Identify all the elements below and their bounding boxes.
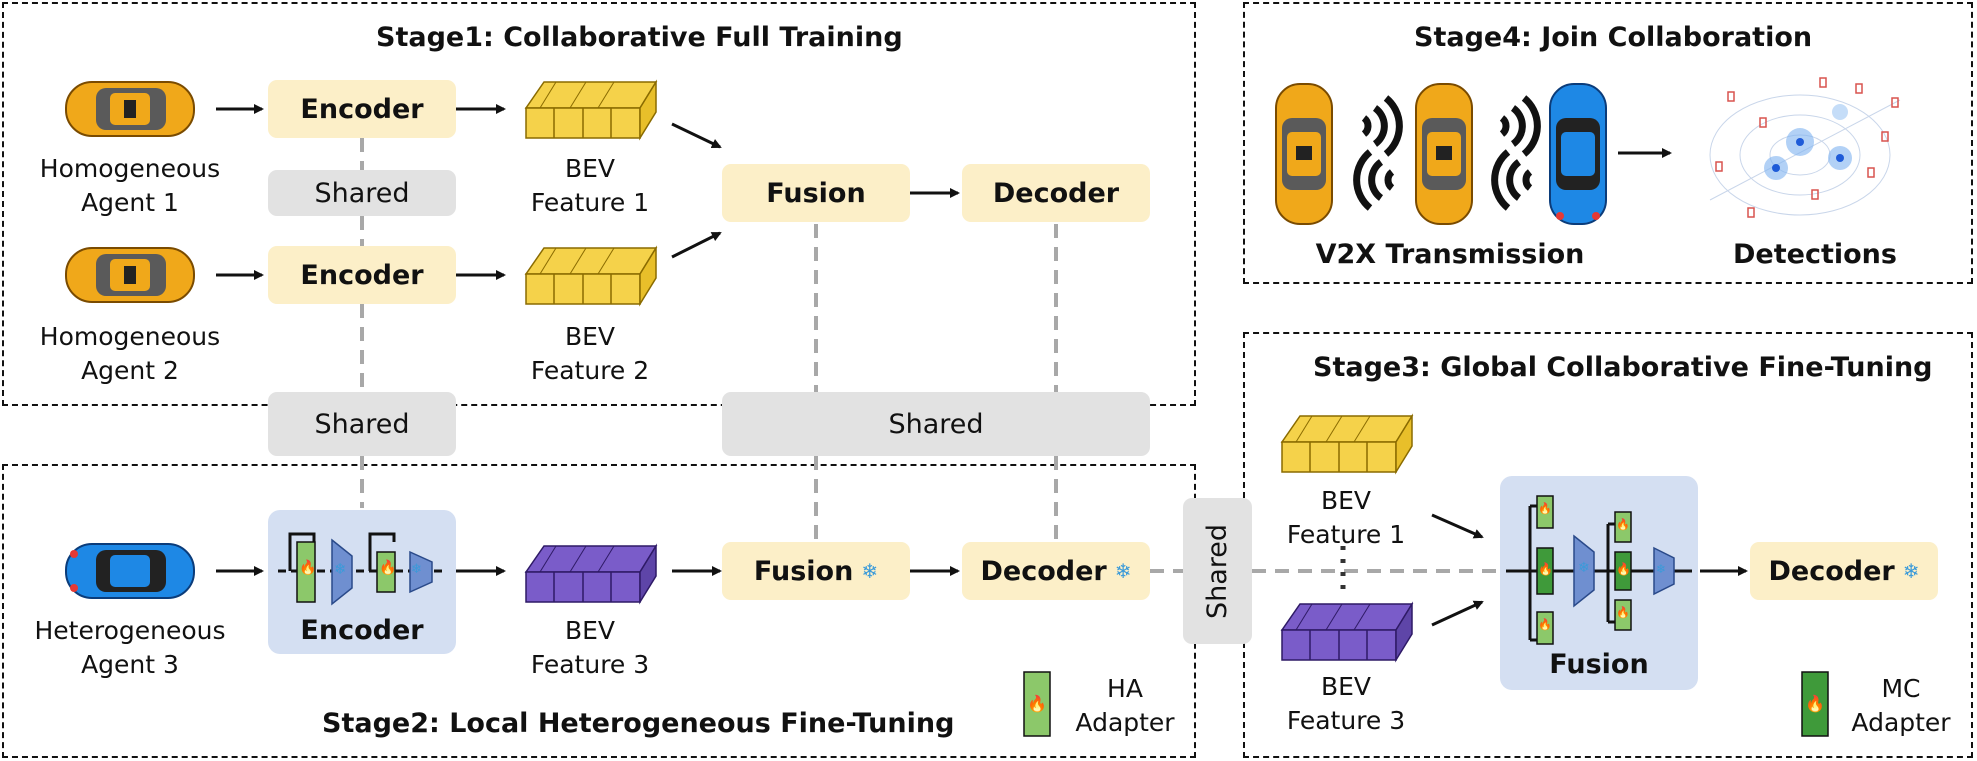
stage4-frame <box>1243 2 1973 284</box>
stage3-bev3-line2: Feature 3 <box>1286 706 1406 735</box>
ha-legend-line1: HA <box>1107 674 1143 703</box>
stage3-decoder: Decoder ❄ <box>1750 542 1938 600</box>
mc-adapter <box>1614 511 1632 543</box>
bev-feature-3-grid-stage3 <box>1280 601 1414 663</box>
fire-icon: 🔥 <box>1616 606 1630 619</box>
snowflake-icon: ❄ <box>1114 559 1132 583</box>
stage3-bev3-line1: BEV <box>1320 672 1372 701</box>
car-icon <box>1549 83 1607 225</box>
bev2-label-line2: Feature 2 <box>530 356 650 385</box>
detections-label: Detections <box>1733 239 1897 270</box>
stage2-fusion: Fusion ❄ <box>722 542 910 600</box>
wifi-signal-icon <box>1491 95 1541 211</box>
agent3-label-line2: Agent 3 <box>81 650 179 679</box>
shared-vertical-bridge: Shared <box>1183 498 1252 644</box>
stage3-fusion-label: Fusion <box>1549 649 1649 680</box>
agent1-label-line2: Agent 1 <box>81 188 179 217</box>
bev3-label-line1: BEV <box>564 616 616 645</box>
fire-icon: 🔥 <box>1538 618 1552 631</box>
stage2-decoder: Decoder ❄ <box>962 542 1150 600</box>
mc-adapter <box>1536 547 1554 595</box>
bev1-label-line2: Feature 1 <box>530 188 650 217</box>
fire-icon: 🔥 <box>379 560 397 576</box>
stage2-encoder-label: Encoder <box>300 615 424 646</box>
mc-adapter <box>1536 611 1554 645</box>
shared-encoder-bridge: Shared <box>268 392 456 456</box>
v2x-transmission-label: V2X Transmission <box>1315 239 1585 270</box>
snowflake-icon: ❄ <box>861 559 879 583</box>
stage1-shared-encoder: Shared <box>268 170 456 216</box>
stage1-decoder: Decoder <box>962 164 1150 222</box>
fire-icon: 🔥 <box>299 560 317 576</box>
stage1-encoder-2: Encoder <box>268 246 456 304</box>
stage3-decoder-label: Decoder <box>1768 555 1895 587</box>
ha-legend-line2: Adapter <box>1075 708 1175 737</box>
bev-feature-3-grid <box>524 543 658 605</box>
bev3-label-line2: Feature 3 <box>530 650 650 679</box>
bev1-label-line1: BEV <box>564 154 616 183</box>
mc-legend-line2: Adapter <box>1851 708 1951 737</box>
bev-feature-1-grid-stage3 <box>1280 413 1414 475</box>
snowflake-icon: ❄ <box>1656 562 1667 576</box>
mc-adapter <box>1614 551 1632 591</box>
agent3-label-line1: Heterogeneous <box>34 616 226 645</box>
mc-adapter <box>1536 495 1554 529</box>
point-cloud-icon <box>1700 66 1922 236</box>
stage2-fusion-label: Fusion <box>753 555 854 587</box>
stage2-title: Stage2: Local Heterogeneous Fine-Tuning <box>322 708 955 739</box>
car-icon <box>65 81 195 137</box>
stage3-bev1-line1: BEV <box>1320 486 1372 515</box>
stage2-decoder-label: Decoder <box>980 555 1107 587</box>
car-icon <box>65 543 195 599</box>
stage1-frame <box>2 2 1196 406</box>
snowflake-icon: ❄ <box>1902 559 1920 583</box>
stage1-encoder-1: Encoder <box>268 80 456 138</box>
bev-feature-2-grid <box>524 245 658 307</box>
snowflake-icon: ❄ <box>1578 560 1590 576</box>
wifi-signal-icon <box>1353 95 1403 211</box>
fire-icon: 🔥 <box>1538 562 1553 576</box>
agent1-label-line1: Homogeneous <box>39 154 221 183</box>
bev2-label-line1: BEV <box>564 322 616 351</box>
car-icon <box>1415 83 1473 225</box>
car-icon <box>1275 83 1333 225</box>
fire-icon: 🔥 <box>1805 694 1825 713</box>
mc-adapter <box>1614 599 1632 631</box>
fire-icon: 🔥 <box>1538 502 1552 515</box>
mc-legend-swatch <box>1801 671 1829 737</box>
stage1-fusion: Fusion <box>722 164 910 222</box>
snowflake-icon: ❄ <box>411 562 422 577</box>
stage3-title: Stage3: Global Collaborative Fine-Tuning <box>1313 352 1933 383</box>
shared-fusion-decoder-bridge: Shared <box>722 392 1150 456</box>
mc-legend-line1: MC <box>1881 674 1921 703</box>
ha-legend-swatch <box>1023 671 1051 737</box>
stage4-title: Stage4: Join Collaboration <box>1414 22 1813 53</box>
fire-icon: 🔥 <box>1616 562 1631 576</box>
bev-feature-1-grid <box>524 79 658 141</box>
ha-adapter <box>296 541 316 603</box>
ha-adapter <box>376 551 396 593</box>
stage1-title: Stage1: Collaborative Full Training <box>376 22 903 53</box>
fire-icon: 🔥 <box>1616 518 1630 531</box>
car-icon <box>65 247 195 303</box>
agent2-label-line1: Homogeneous <box>39 322 221 351</box>
stage3-bev1-line2: Feature 1 <box>1286 520 1406 549</box>
snowflake-icon: ❄ <box>334 560 347 578</box>
agent2-label-line2: Agent 2 <box>81 356 179 385</box>
fire-icon: 🔥 <box>1027 694 1047 713</box>
